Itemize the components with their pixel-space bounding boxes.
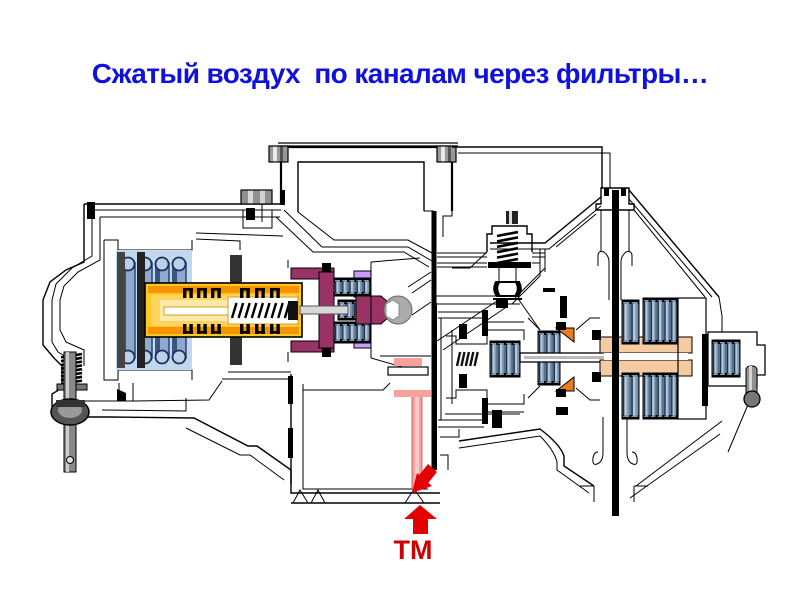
svg-text:ТМ: ТМ: [394, 535, 433, 565]
svg-text:Сжатый воздух по каналам чере: Сжатый воздух по каналам через фильтры…: [92, 58, 709, 89]
